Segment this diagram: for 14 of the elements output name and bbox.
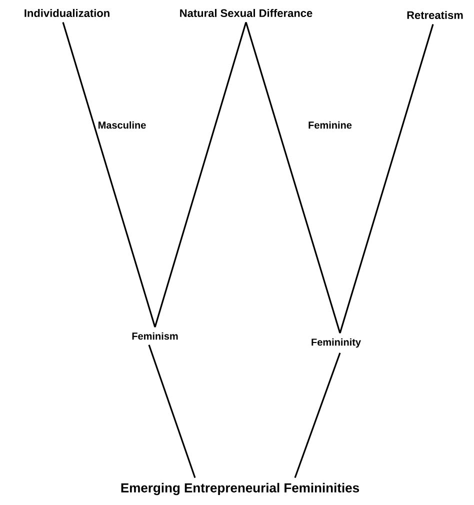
concept-label: Individualization — [24, 8, 110, 18]
concept-label: Natural Sexual Differance — [180, 8, 312, 18]
connector-line — [294, 352, 341, 478]
concept-label: Retreatism — [407, 10, 463, 20]
connector-line — [154, 22, 247, 328]
connector-line — [148, 344, 196, 478]
connector-line — [339, 24, 434, 334]
concept-label: Emerging Entrepreneurial Femininities — [121, 482, 360, 496]
concept-label: Feminism — [132, 332, 178, 340]
region-label: Feminine — [308, 121, 352, 129]
region-label: Masculine — [98, 121, 146, 129]
connector-line — [245, 22, 341, 334]
connector-line — [62, 22, 156, 328]
concept-label: Femininity — [312, 338, 361, 348]
